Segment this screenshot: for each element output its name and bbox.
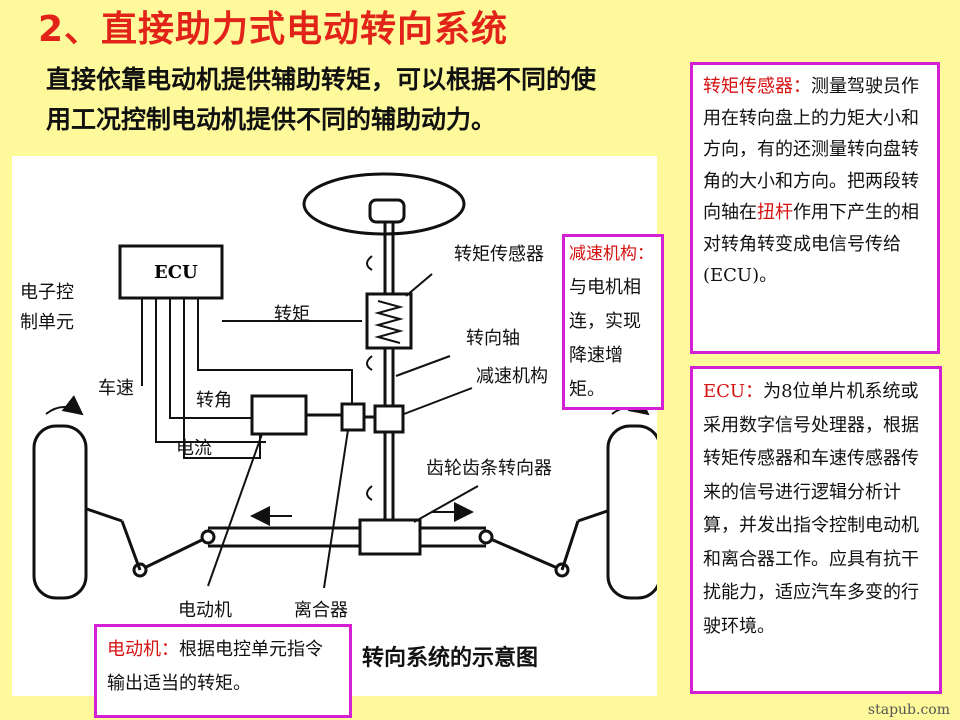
diagram-drawing	[32, 172, 657, 600]
rack-pinion-label: 齿轮齿条转向器	[426, 458, 552, 479]
torque-sensor-info-box: 转矩传感器：测量驾驶员作用在转向盘上的力矩大小和方向，有的还测量转向盘转角的大小…	[690, 62, 940, 354]
ecu-description-label: 电子控 制单元	[20, 278, 74, 338]
motor-info-text: 根据电控单元指令输出适当的转矩。	[107, 639, 323, 694]
ecu-info-heading: ECU：	[703, 381, 764, 402]
reducer-label: 减速机构	[476, 366, 548, 387]
current-label: 电流	[176, 438, 212, 459]
motor-block	[250, 394, 308, 436]
clutch-label: 离合器	[294, 600, 348, 621]
page-subtitle: 直接依靠电动机提供辅助转矩，可以根据不同的使用工况控制电动机提供不同的辅助动力。	[46, 65, 597, 134]
page-title: 2、直接助力式电动转向系统	[38, 9, 509, 50]
torque-sensor-info-heading: 转矩传感器：	[703, 76, 811, 97]
diagram-caption: 转向系统的示意图	[362, 646, 539, 671]
motor-info-box: 电动机：根据电控单元指令输出适当的转矩。	[94, 624, 352, 718]
torque-sensor-info-keyword: 扭杆	[757, 202, 793, 223]
steering-hub	[368, 198, 406, 224]
ecu-label-line1: 电子控	[20, 282, 74, 303]
ecu-info-text: 为8位单片机系统或采用数字信号处理器，根据转矩传感器和车速传感器传来的信号进行逻…	[703, 381, 919, 637]
torque-sensor-info-text1: 测量驾驶员作用在转向盘上的力矩大小和方向，有的还测量转向盘转角的大小和方向。把两…	[703, 76, 919, 223]
motor-info-heading: 电动机：	[107, 639, 179, 660]
torque-sensor-info-text2: 作用下产生的相对转角转变成电信号传给(ECU)。	[703, 202, 919, 286]
right-wheel	[606, 424, 657, 600]
watermark: stapub.com	[867, 702, 950, 718]
vehicle-speed-label: 车速	[98, 378, 134, 399]
torque-label: 转矩	[274, 304, 310, 325]
reducer-info-line1: 与电机相	[569, 277, 641, 298]
clutch-block	[340, 402, 366, 432]
ecu-info-box: ECU：为8位单片机系统或采用数字信号处理器，根据转矩传感器和车速传感器传来的信…	[690, 366, 942, 694]
steering-shaft-label: 转向轴	[466, 328, 520, 349]
left-wheel	[32, 424, 88, 600]
rack-pinion-block	[358, 518, 422, 556]
reducer-info-line2: 连，实现	[569, 311, 641, 332]
reducer-block	[373, 404, 405, 434]
motor-label: 电动机	[178, 600, 232, 621]
ecu-label-line2: 制单元	[20, 312, 74, 333]
reducer-info-heading: 减速机构：	[569, 244, 654, 264]
torque-sensor-label: 转矩传感器	[454, 244, 544, 265]
reducer-info-box: 减速机构： 与电机相 连，实现 降速增矩。	[562, 234, 664, 410]
ecu-block-label: ECU	[154, 262, 198, 283]
steering-system-diagram: ECU 电子控 制单元 转矩传感器 转矩 转向轴 减速机构 车速 转角 电流 齿…	[12, 156, 657, 696]
reducer-info-line3: 降速增矩。	[569, 345, 623, 400]
steering-angle-label: 转角	[196, 390, 232, 411]
